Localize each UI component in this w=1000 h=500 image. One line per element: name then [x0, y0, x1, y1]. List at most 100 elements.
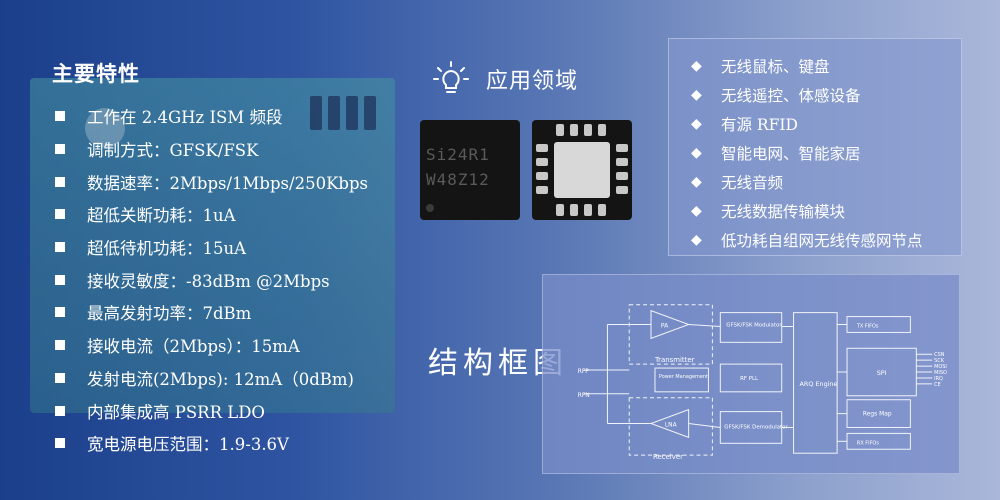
application-item: ◆ 无线鼠标、键盘: [691, 51, 961, 80]
application-text: 无线遥控、体感设备: [721, 86, 861, 105]
application-text: 无线音频: [721, 173, 784, 192]
feature-item: 调制方式：GFSK/FSK: [55, 133, 368, 166]
application-text: 无线鼠标、键盘: [721, 57, 830, 76]
chip-marking-line1: Si24R1: [426, 145, 490, 164]
feature-item: 工作在 2.4GHz ISM 频段: [55, 100, 368, 133]
feature-item: 接收灵敏度：-83dBm @2Mbps: [55, 263, 368, 296]
feature-item: 最高发射功率：7dBm: [55, 296, 368, 329]
pin-label-mosi: MOSI: [934, 364, 947, 370]
square-bullet-icon: [55, 176, 65, 187]
chip-pin: [616, 186, 628, 194]
exposed-pad: [554, 142, 610, 198]
applications-box: ◆无线鼠标、键盘 ◆无线遥控、体感设备 ◆有源 RFID ◆智能电网、智能家居 …: [668, 38, 962, 256]
feature-item: 接收电流（2Mbps）：15mA: [55, 329, 368, 362]
square-bullet-icon: [55, 307, 65, 318]
chip-pin: [536, 186, 548, 194]
feature-text: 最高发射功率：7dBm: [87, 304, 252, 324]
pa-label: PA: [661, 322, 669, 329]
structure-title: 结构框图: [428, 346, 568, 381]
chip-marking: Si24R1 W48Z12: [426, 142, 490, 192]
tx-fifos-label: TX FIFOs: [856, 323, 879, 329]
features-title: 主要特性: [52, 62, 140, 86]
pin-label-ce: CE: [934, 382, 941, 388]
feature-item: 宽电源电压范围：1.9-3.6V: [55, 427, 368, 460]
feature-text: 调制方式：GFSK/FSK: [87, 141, 259, 161]
application-item: ◆ 无线数据传输模块: [691, 196, 961, 225]
applications-header: 应用领域: [432, 60, 578, 98]
rf-pll-block: [719, 363, 783, 393]
chip-pin: [598, 124, 606, 136]
square-bullet-icon: [55, 144, 65, 155]
rfn-label: RFN: [578, 392, 590, 399]
arq-engine-label: ARQ Engine: [800, 380, 838, 388]
rx-fifos-block: [846, 432, 911, 450]
applications-title: 应用领域: [486, 69, 579, 94]
feature-item: 超低待机功耗：15uA: [55, 231, 368, 264]
pin-label-miso: MISO: [934, 370, 947, 376]
feature-text: 工作在 2.4GHz ISM 频段: [87, 108, 283, 128]
diamond-bullet-icon: ◆: [691, 57, 702, 74]
chip-pin: [536, 158, 548, 166]
chip-pin: [556, 124, 564, 136]
diamond-bullet-icon: ◆: [691, 231, 702, 248]
arq-engine-block: [793, 312, 838, 454]
power-management-block: [654, 367, 709, 393]
square-bullet-icon: [55, 242, 65, 253]
chip-pin: [570, 204, 578, 216]
rf-pll-label: RF PLL: [740, 376, 758, 382]
pin-label-irq: IRQ: [934, 376, 943, 382]
square-bullet-icon: [55, 340, 65, 351]
feature-text: 超低待机功耗：15uA: [87, 239, 247, 259]
block-diagram: PA LNA Transmitter Receiver Power Manage…: [542, 274, 960, 474]
feature-text: 数据速率：2Mbps/1Mbps/250Kbps: [87, 173, 368, 193]
chip-pin: [570, 124, 578, 136]
application-text: 无线数据传输模块: [721, 202, 846, 221]
chip-bottom-view: [532, 120, 632, 220]
pin-label-sck: SCK: [934, 358, 945, 364]
diamond-bullet-icon: ◆: [691, 173, 702, 190]
tx-fifos-block: [846, 316, 911, 333]
feature-item: 超低关断功耗：1uA: [55, 198, 368, 231]
module-board-image: [30, 78, 395, 413]
chip-pin: [584, 124, 592, 136]
regs-map-label: Regs Map: [863, 411, 892, 418]
feature-text: 接收灵敏度：-83dBm @2Mbps: [87, 271, 330, 291]
diamond-bullet-icon: ◆: [691, 115, 702, 132]
square-bullet-icon: [55, 405, 65, 416]
feature-item: 发射电流(2Mbps): 12mA（0dBm): [55, 362, 368, 395]
square-bullet-icon: [55, 111, 65, 122]
application-item: ◆低功耗自组网无线传感网节点: [691, 225, 961, 254]
application-item: ◆ 无线遥控、体感设备: [691, 80, 961, 109]
feature-list: 工作在 2.4GHz ISM 频段 调制方式：GFSK/FSK 数据速率：2Mb…: [55, 100, 368, 460]
antenna-pad: [85, 108, 125, 148]
feature-text: 内部集成高 PSRR LDO: [87, 402, 265, 422]
feature-item: 内部集成高 PSRR LDO: [55, 394, 368, 427]
chip-marking-line2: W48Z12: [426, 170, 490, 189]
square-bullet-icon: [55, 372, 65, 383]
square-bullet-icon: [55, 274, 65, 285]
receiver-label: Receiver: [653, 453, 683, 461]
spi-label: SPI: [877, 369, 887, 377]
chip-pin: [616, 158, 628, 166]
pin-label-csn: CSN: [934, 352, 945, 358]
feature-text: 超低关断功耗：1uA: [87, 206, 236, 226]
application-text: 有源 RFID: [721, 115, 798, 134]
pa-amplifier-shape: [650, 309, 691, 340]
application-item: ◆ 有源 RFID: [691, 109, 961, 138]
square-bullet-icon: [55, 209, 65, 220]
chip-pin: [536, 172, 548, 180]
diamond-bullet-icon: ◆: [691, 202, 702, 219]
demodulator-label: GFSK/FSK Demodulator: [724, 424, 788, 430]
application-item: ◆智能电网、智能家居: [691, 138, 961, 167]
chip-pin: [584, 204, 592, 216]
transmitter-group: [628, 304, 713, 365]
diamond-bullet-icon: ◆: [691, 86, 702, 103]
square-bullet-icon: [55, 438, 65, 449]
regs-map-block: [846, 399, 911, 428]
diamond-bullet-icon: ◆: [691, 144, 702, 161]
chip-pin: [616, 144, 628, 152]
lightbulb-icon: [433, 61, 469, 93]
chip-pin: [536, 144, 548, 152]
feature-text: 接收电流（2Mbps）：15mA: [87, 337, 300, 357]
feature-text: 发射电流(2Mbps): 12mA（0dBm): [87, 369, 354, 389]
